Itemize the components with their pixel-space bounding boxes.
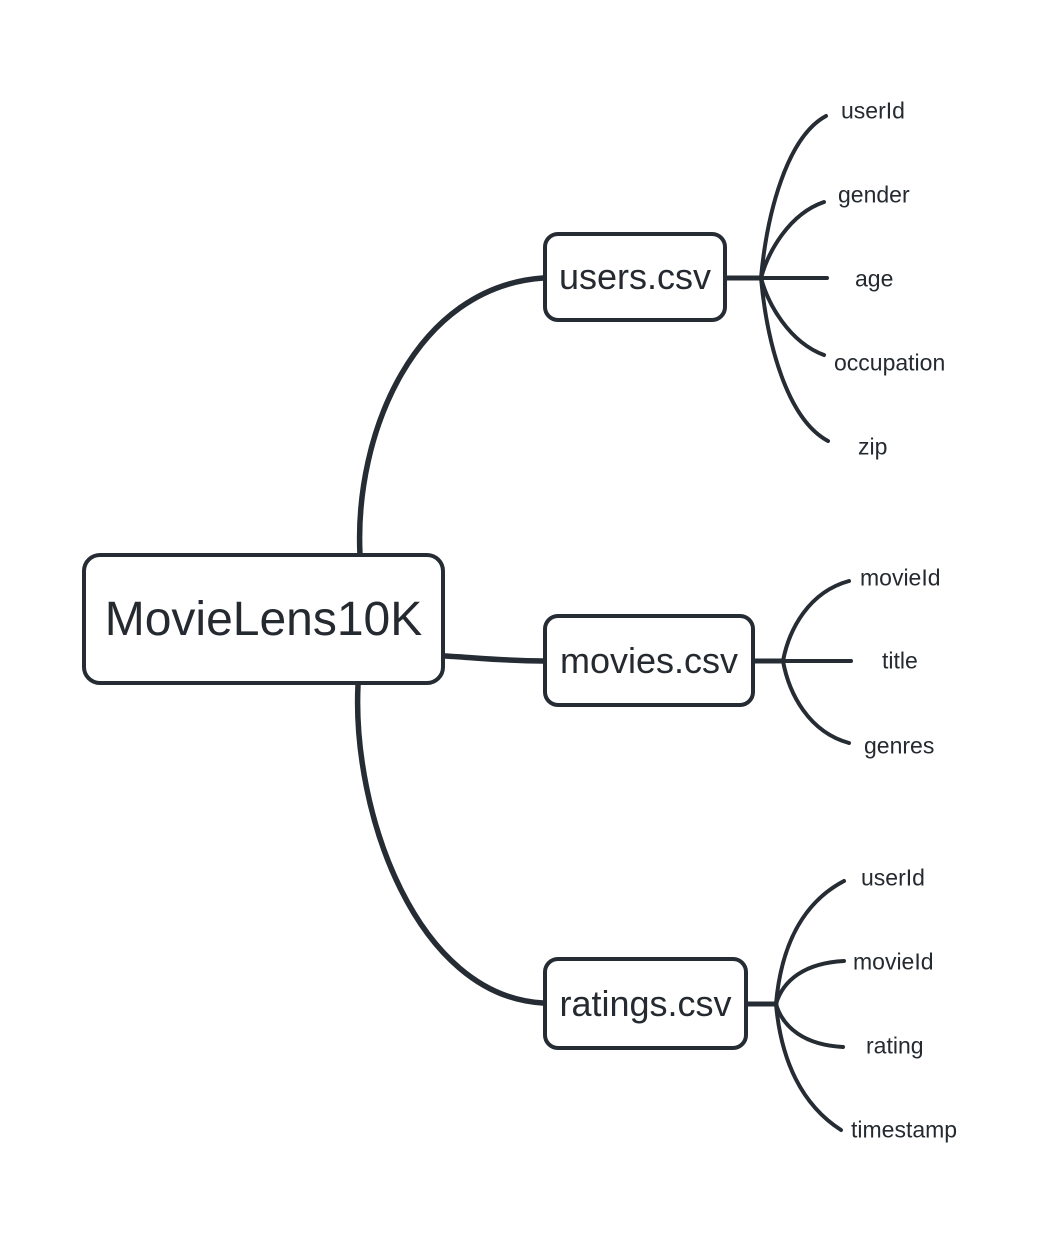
edge-root-users xyxy=(356,275,546,558)
edge-root-ratings xyxy=(354,682,546,1006)
edge-movies-movieid xyxy=(781,579,851,663)
leaf-users-age: age xyxy=(855,265,894,292)
edge-ratings-movieid xyxy=(774,959,846,1006)
leaf-users-userid: userId xyxy=(841,97,905,124)
leaf-users-gender: gender xyxy=(838,181,910,208)
node-root: MovieLens10K xyxy=(82,553,445,685)
leaf-movies-title: title xyxy=(882,647,918,674)
edge-root-movies xyxy=(442,653,546,664)
edge-ratings-rating xyxy=(774,1002,845,1049)
node-root-label: MovieLens10K xyxy=(104,592,423,646)
leaf-movies-genres: genres xyxy=(864,732,935,759)
leaf-users-occupation: occupation xyxy=(834,349,946,376)
leaf-ratings-userid: userId xyxy=(861,864,925,891)
node-users-csv: users.csv xyxy=(543,232,727,322)
edge-users-zip xyxy=(759,276,830,443)
edge-movies-genres xyxy=(781,659,851,745)
edge-ratings-userid xyxy=(774,879,846,1006)
leaf-ratings-rating: rating xyxy=(866,1032,924,1059)
node-ratings-csv-label: ratings.csv xyxy=(559,982,732,1024)
edge-ratings-timestamp xyxy=(774,1002,843,1132)
leaf-users-zip: zip xyxy=(858,433,888,460)
edge-users-userid xyxy=(759,114,828,280)
edge-users-gender xyxy=(759,200,826,280)
leaf-movies-movieid: movieId xyxy=(860,564,941,591)
node-ratings-csv: ratings.csv xyxy=(543,957,748,1050)
node-users-csv-label: users.csv xyxy=(558,256,712,297)
leaf-ratings-timestamp: timestamp xyxy=(851,1116,958,1143)
leaf-ratings-movieid: movieId xyxy=(853,948,934,975)
node-movies-csv-label: movies.csv xyxy=(559,639,739,681)
node-movies-csv: movies.csv xyxy=(543,614,755,707)
